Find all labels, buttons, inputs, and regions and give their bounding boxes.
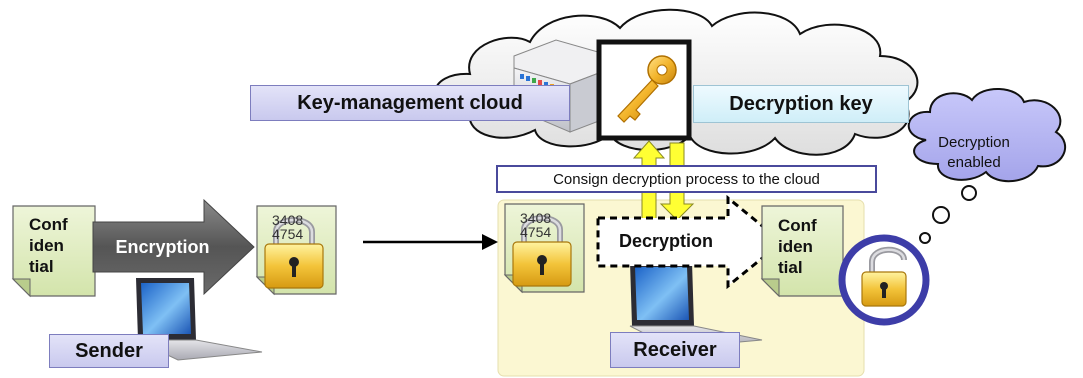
padlock-closed-icon — [512, 215, 572, 287]
key-icon — [596, 39, 692, 141]
decryption-label: Decryption — [618, 230, 714, 251]
encryption-label: Encryption — [115, 236, 210, 257]
confidential-text-receiver: Conf iden tial — [778, 216, 817, 277]
receiver-label: Receiver — [610, 332, 740, 368]
padlock-closed-icon — [264, 217, 324, 289]
decryption-enabled-text: Decryption enabled — [938, 134, 1010, 171]
transfer-arrow — [363, 234, 498, 250]
decryption-arrow — [596, 194, 785, 290]
consign-label: Consign decryption process to the cloud — [496, 165, 877, 193]
sender-label: Sender — [49, 334, 169, 368]
decryption-key-label: Decryption key — [693, 85, 909, 123]
encrypted-numbers-receiver: 3408 4754 — [520, 210, 552, 240]
confidential-document-sender — [12, 205, 96, 297]
key-management-cloud-label: Key-management cloud — [250, 85, 570, 121]
padlock-open-icon — [838, 234, 930, 326]
confidential-text-sender: Conf iden tial — [29, 215, 68, 276]
encryption-arrow — [92, 198, 255, 296]
confidential-document-receiver — [761, 205, 844, 297]
thought-bubble — [907, 87, 1067, 244]
encrypted-numbers-sender: 3408 4754 — [272, 212, 304, 242]
